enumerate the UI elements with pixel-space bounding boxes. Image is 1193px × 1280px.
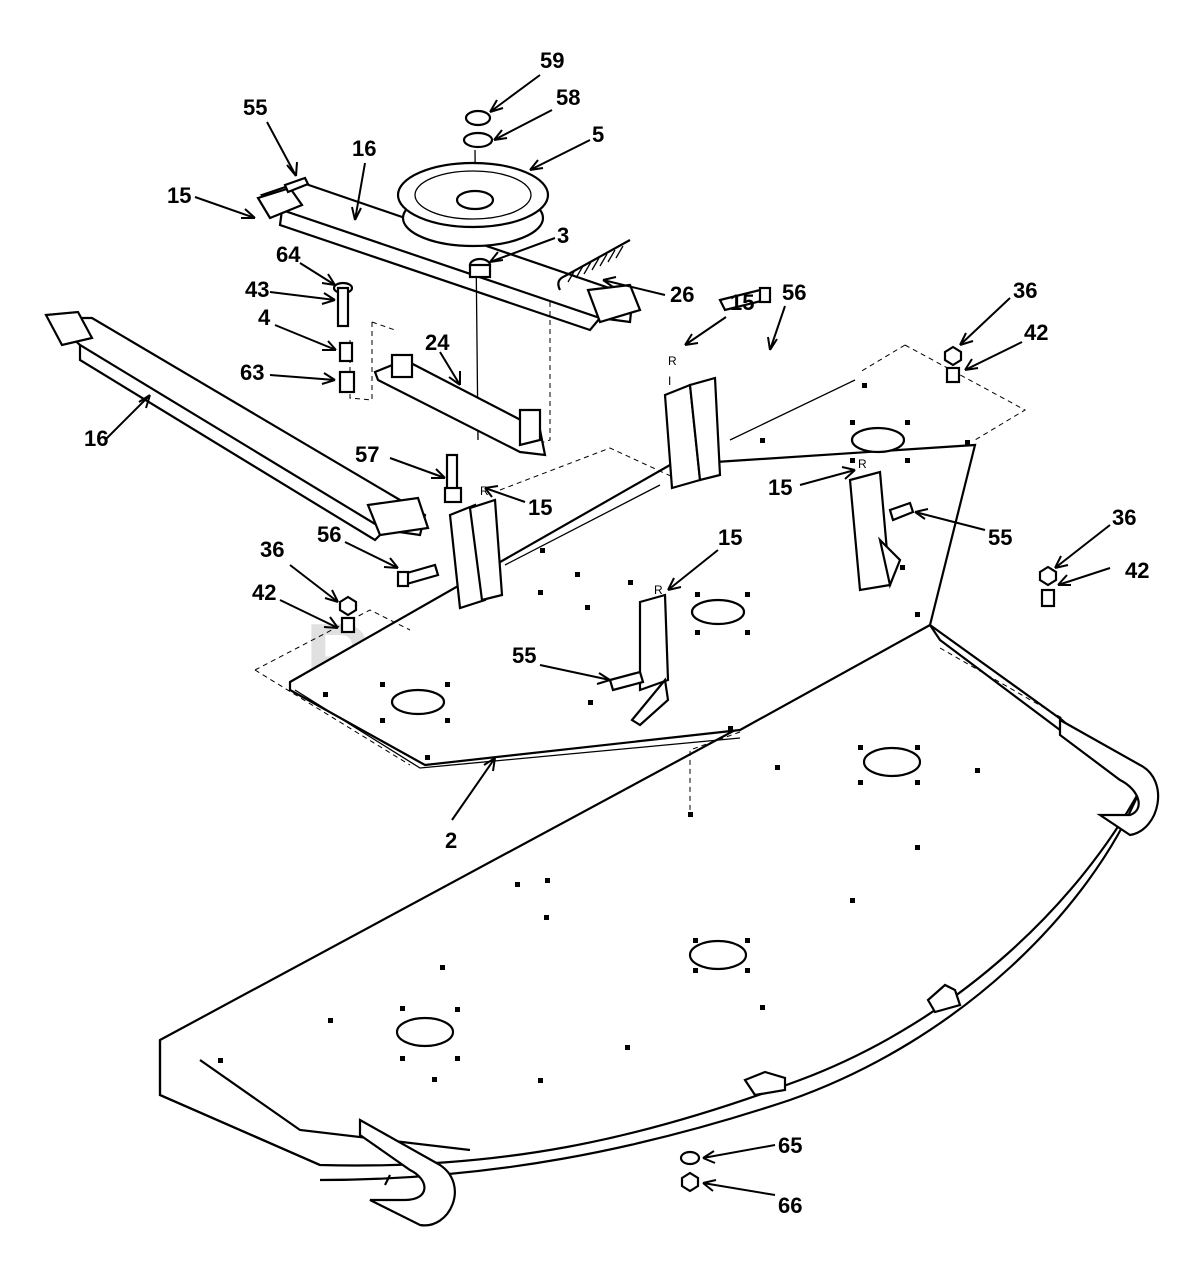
callout-15-right: 15 xyxy=(768,475,792,500)
callout-43: 43 xyxy=(245,277,269,302)
spring xyxy=(557,239,631,291)
bolt-57 xyxy=(443,453,463,504)
callout-42-far-right: 42 xyxy=(1125,558,1149,583)
callout-16-left: 16 xyxy=(84,426,108,451)
callout-58: 58 xyxy=(556,85,580,110)
fasteners xyxy=(283,176,1058,1193)
callout-57: 57 xyxy=(355,442,379,467)
callout-arrows xyxy=(104,74,1111,1196)
bracket-mark-2: I xyxy=(668,374,671,388)
callout-16-top: 16 xyxy=(352,136,376,161)
callout-26: 26 xyxy=(670,282,694,307)
bracket-mark-4: R xyxy=(858,457,867,471)
callout-42-left: 42 xyxy=(252,580,276,605)
callout-63: 63 xyxy=(240,360,264,385)
callout-65: 65 xyxy=(778,1133,802,1158)
callout-2: 2 xyxy=(445,828,457,853)
callout-15-center: 15 xyxy=(528,495,552,520)
callout-64: 64 xyxy=(276,242,301,267)
left-hardware xyxy=(332,281,356,394)
callout-15-lower: 15 xyxy=(718,525,742,550)
pulley-assembly xyxy=(396,109,550,279)
assembly-guides xyxy=(254,149,1063,810)
bracket-mark-1: R xyxy=(668,354,677,368)
callout-15-upper-right: 15 xyxy=(730,290,754,315)
callout-labels: 59 58 5 55 16 15 3 64 43 26 15 56 36 42 … xyxy=(84,48,1149,1218)
callout-42-top: 42 xyxy=(1024,320,1048,345)
callout-56-top: 56 xyxy=(782,280,806,305)
bracket-mark-3: R xyxy=(480,484,489,498)
callout-55-top: 55 xyxy=(243,95,267,120)
idler-bracket xyxy=(373,353,547,457)
callout-66: 66 xyxy=(778,1193,802,1218)
callout-5: 5 xyxy=(592,122,604,147)
callout-56-left: 56 xyxy=(317,522,341,547)
bracket-mark-5: R xyxy=(654,583,663,597)
callout-55-right: 55 xyxy=(988,525,1012,550)
callout-24: 24 xyxy=(425,330,450,355)
mower-deck-housing xyxy=(158,623,1160,1227)
callout-3: 3 xyxy=(557,223,569,248)
callout-36-left: 36 xyxy=(260,537,284,562)
lift-arm-lower xyxy=(44,310,430,542)
callout-36-top: 36 xyxy=(1013,278,1037,303)
callout-4: 4 xyxy=(258,305,271,330)
callout-55-lower: 55 xyxy=(512,643,536,668)
deck-plate xyxy=(288,383,977,769)
callout-59: 59 xyxy=(540,48,564,73)
callout-15-top: 15 xyxy=(167,183,191,208)
mounting-brackets xyxy=(448,376,902,727)
callout-36-far-right: 36 xyxy=(1112,505,1136,530)
